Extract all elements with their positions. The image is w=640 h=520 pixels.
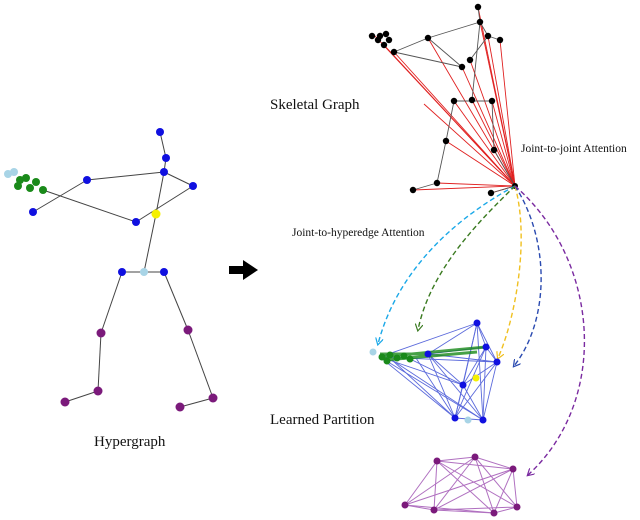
joint-blue [29, 208, 37, 216]
joint-blue [424, 350, 432, 358]
joint-black [450, 97, 458, 105]
joint-green [39, 186, 47, 194]
joint-black [487, 189, 495, 197]
joint-green [32, 178, 40, 186]
joint-black [433, 179, 441, 187]
joint-blue [473, 319, 481, 327]
joint-purple [96, 328, 106, 338]
arrow-purple [514, 185, 586, 475]
joint-black [376, 32, 384, 40]
joint-purple [93, 386, 103, 396]
joint-purple [208, 393, 218, 403]
joint-purple [401, 501, 409, 509]
joint-blue [160, 268, 168, 276]
joint-purple [175, 402, 185, 412]
joint-blue [83, 176, 91, 184]
joint-black [466, 56, 474, 64]
joint-purple [513, 503, 521, 511]
right-arrow-icon [229, 260, 258, 280]
joint-blue [162, 154, 170, 162]
joint-blue [493, 358, 501, 366]
joint-green [406, 355, 414, 363]
partition-blue-edges [379, 322, 498, 421]
joint-black [409, 186, 417, 194]
joint-light-blue [140, 268, 148, 276]
joint-light-blue [464, 416, 472, 424]
joint-to-hyperedge-label: Joint-to-hyperedge Attention [292, 227, 425, 239]
joint-green [26, 184, 34, 192]
partition-purple-edges [404, 456, 518, 514]
joint-green [383, 357, 391, 365]
hyperedge-attention-arrows [378, 185, 586, 475]
joint-green [400, 352, 408, 360]
joint-blue [459, 381, 467, 389]
arrow-cyan [378, 185, 516, 344]
joint-purple [183, 325, 193, 335]
joint-black [488, 97, 496, 105]
joint-yellow [151, 209, 161, 219]
joint-blue [482, 343, 490, 351]
joint-black [484, 32, 492, 40]
arrow-yellow [498, 185, 522, 358]
joint-blue [189, 182, 197, 190]
joint-to-joint-label: Joint-to-joint Attention [521, 143, 627, 155]
hypergraph-joints [4, 128, 218, 412]
joint-black [490, 146, 498, 154]
joint-green [14, 182, 22, 190]
joint-blue [156, 128, 164, 136]
joint-purple [509, 465, 517, 473]
joint-attention-edges [374, 6, 516, 194]
learned-partition-label: Learned Partition [270, 412, 375, 428]
joint-blue [132, 218, 140, 226]
joint-black [458, 63, 466, 71]
joint-black [382, 30, 390, 38]
joint-light-blue [369, 348, 377, 356]
joint-black [496, 36, 504, 44]
joint-black [476, 18, 484, 26]
joint-green [386, 351, 394, 359]
partition-blue-joints [369, 319, 501, 424]
arrow-green [418, 185, 516, 330]
skeletal-graph-joints [368, 3, 518, 197]
joint-purple [60, 397, 70, 407]
joint-light-blue [10, 168, 18, 176]
joint-black [368, 32, 376, 40]
joint-purple [430, 506, 438, 514]
joint-black [424, 34, 432, 42]
joint-green [393, 354, 401, 362]
joint-green [22, 174, 30, 182]
partition-purple-joints [401, 453, 521, 517]
joint-purple [433, 457, 441, 465]
joint-purple [490, 509, 498, 517]
joint-black [390, 48, 398, 56]
joint-yellow [472, 374, 480, 382]
hypergraph-label: Hypergraph [94, 434, 166, 450]
joint-black [474, 3, 482, 11]
hypergraph-edges [32, 131, 214, 408]
joint-blue [118, 268, 126, 276]
joint-green [378, 353, 386, 361]
joint-black [385, 36, 393, 44]
joint-purple [471, 453, 479, 461]
joint-blue [451, 414, 459, 422]
joint-black [380, 41, 388, 49]
joint-black [468, 96, 476, 104]
skeletal-graph-label: Skeletal Graph [270, 97, 360, 113]
joint-blue [160, 168, 168, 176]
joint-blue [479, 416, 487, 424]
joint-black [442, 137, 450, 145]
arrow-blue [514, 185, 542, 366]
